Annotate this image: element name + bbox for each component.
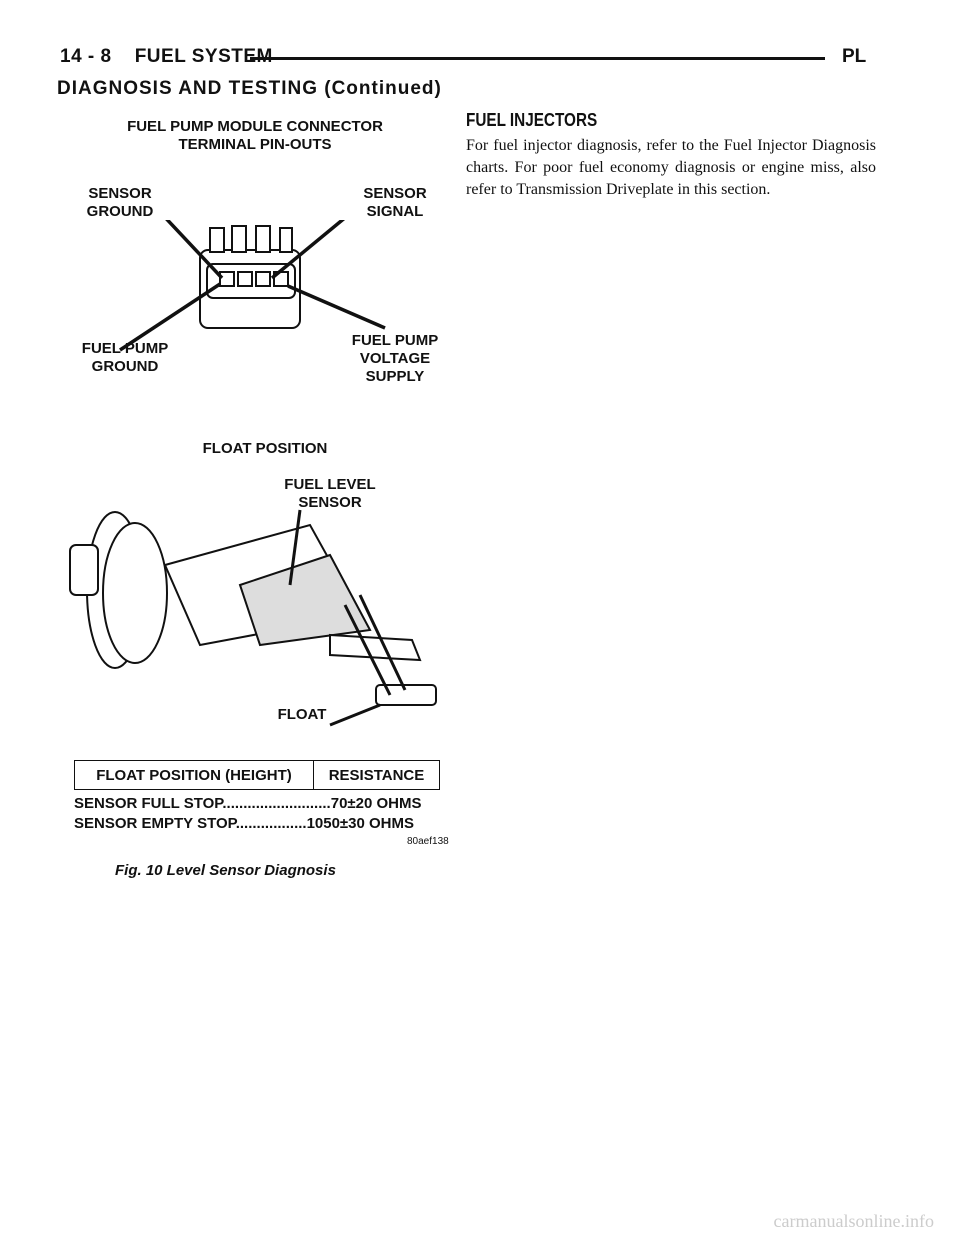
- label-fuel-pump-voltage: FUEL PUMP VOLTAGE SUPPLY: [351, 332, 439, 385]
- connector-title: FUEL PUMP MODULE CONNECTOR TERMINAL PIN-…: [127, 118, 383, 153]
- footer-watermark: carmanualsonline.info: [773, 1211, 934, 1231]
- figure-caption: Fig. 10 Level Sensor Diagnosis: [115, 862, 336, 879]
- model-code: PL: [842, 46, 867, 67]
- table-header-float-position: FLOAT POSITION (HEIGHT): [75, 761, 314, 789]
- level-sensor-figure: FUEL PUMP MODULE CONNECTOR TERMINAL PIN-…: [60, 110, 460, 890]
- page-number-section: 14 - 8 FUEL SYSTEM: [60, 46, 273, 67]
- label-float: FLOAT: [277, 706, 327, 723]
- section-title: DIAGNOSIS AND TESTING (Continued): [57, 78, 442, 99]
- label-fuel-level-sensor: FUEL LEVEL SENSOR: [284, 476, 376, 511]
- label-sensor-ground: SENSOR GROUND: [86, 185, 154, 220]
- fuel-injectors-section: FUEL INJECTORS For fuel injector diagnos…: [466, 110, 876, 201]
- fuel-pump-module-drawing: [69, 509, 437, 727]
- page-header: 14 - 8 FUEL SYSTEM PL: [0, 38, 960, 78]
- header-rule: [250, 57, 825, 60]
- spec-empty-stop: SENSOR EMPTY STOP.................1050±3…: [74, 815, 415, 832]
- table-header-resistance: RESISTANCE: [328, 766, 425, 784]
- label-sensor-signal: SENSOR SIGNAL: [363, 185, 427, 220]
- label-fuel-pump-ground: FUEL PUMP GROUND: [81, 340, 169, 375]
- float-position-title: FLOAT POSITION: [202, 440, 328, 457]
- figure-code: 80aef138: [407, 836, 449, 847]
- spec-full-stop: SENSOR FULL STOP........................…: [74, 795, 422, 812]
- fuel-injectors-heading: FUEL INJECTORS: [466, 110, 598, 130]
- fuel-injectors-paragraph: For fuel injector diagnosis, refer to th…: [466, 137, 876, 198]
- resistance-table-header: FLOAT POSITION (HEIGHT) RESISTANCE: [74, 760, 440, 790]
- connector-drawing: [119, 220, 386, 352]
